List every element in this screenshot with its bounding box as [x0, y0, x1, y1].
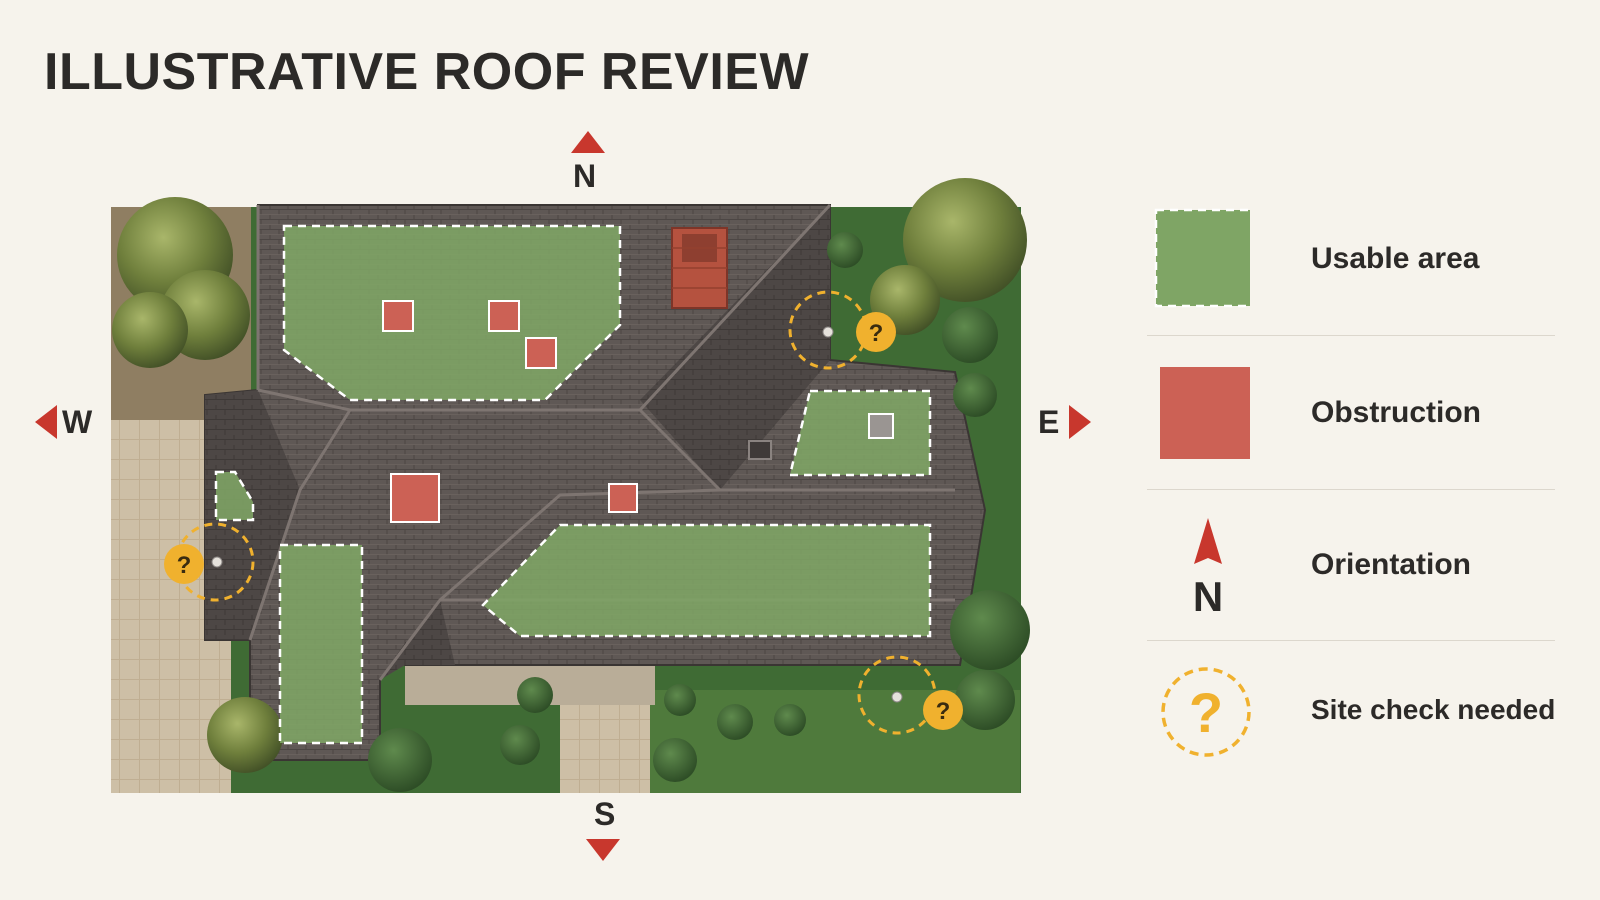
obstruction-4 [390, 473, 440, 523]
trees [112, 178, 1030, 792]
roof-facet-gable [380, 600, 455, 680]
north-arrow-icon [571, 131, 605, 153]
legend-obstruction-label: Obstruction [1311, 396, 1481, 429]
legend-divider [1147, 489, 1555, 490]
obstruction-vent-mid [748, 440, 772, 460]
usable-area-2 [788, 389, 932, 477]
legend-divider [1147, 335, 1555, 336]
west-label: W [62, 404, 93, 440]
obstruction-1 [382, 300, 414, 332]
legend-orientation-label: Orientation [1311, 548, 1472, 581]
site-check-glyph: ? [869, 320, 884, 347]
south-label: S [594, 796, 616, 832]
obstruction-vent-east [868, 413, 894, 439]
obstructions [382, 300, 894, 523]
site-check-marker-w: ? [164, 522, 255, 602]
usable-area-3 [481, 523, 932, 638]
roof-aerial-map [111, 178, 1030, 793]
legend-divider [1147, 640, 1555, 641]
site-check-glyph: ? [1189, 681, 1223, 744]
north-arrow-icon: N [1193, 518, 1223, 616]
usable-area-5 [214, 470, 255, 522]
chimney [671, 227, 728, 309]
east-label: E [1038, 404, 1060, 440]
legend-usable-swatch [1154, 208, 1250, 308]
legend-usable-label: Usable area [1311, 242, 1480, 275]
legend-orientation-letter: N [1193, 573, 1223, 616]
east-arrow-icon [1069, 405, 1091, 439]
site-check-marker-se: ? [857, 655, 963, 735]
north-label: N [573, 158, 597, 194]
west-arrow-icon [35, 405, 57, 439]
legend-site-check-icon: ? [1161, 667, 1251, 757]
roof-facet-east [640, 205, 830, 490]
usable-area-1 [282, 224, 622, 402]
legend-obstruction-swatch [1160, 367, 1250, 459]
site-check-glyph: ? [936, 698, 951, 725]
obstruction-2 [488, 300, 520, 332]
legend-site-check-label: Site check needed [1311, 694, 1556, 725]
obstruction-3 [525, 337, 557, 369]
obstruction-5 [608, 483, 638, 513]
site-check-glyph: ? [177, 552, 192, 579]
south-arrow-icon [586, 839, 620, 861]
site-check-marker-ne: ? [788, 290, 896, 370]
usable-area-4 [278, 543, 364, 745]
page-title: ILLUSTRATIVE ROOF REVIEW [44, 43, 810, 101]
